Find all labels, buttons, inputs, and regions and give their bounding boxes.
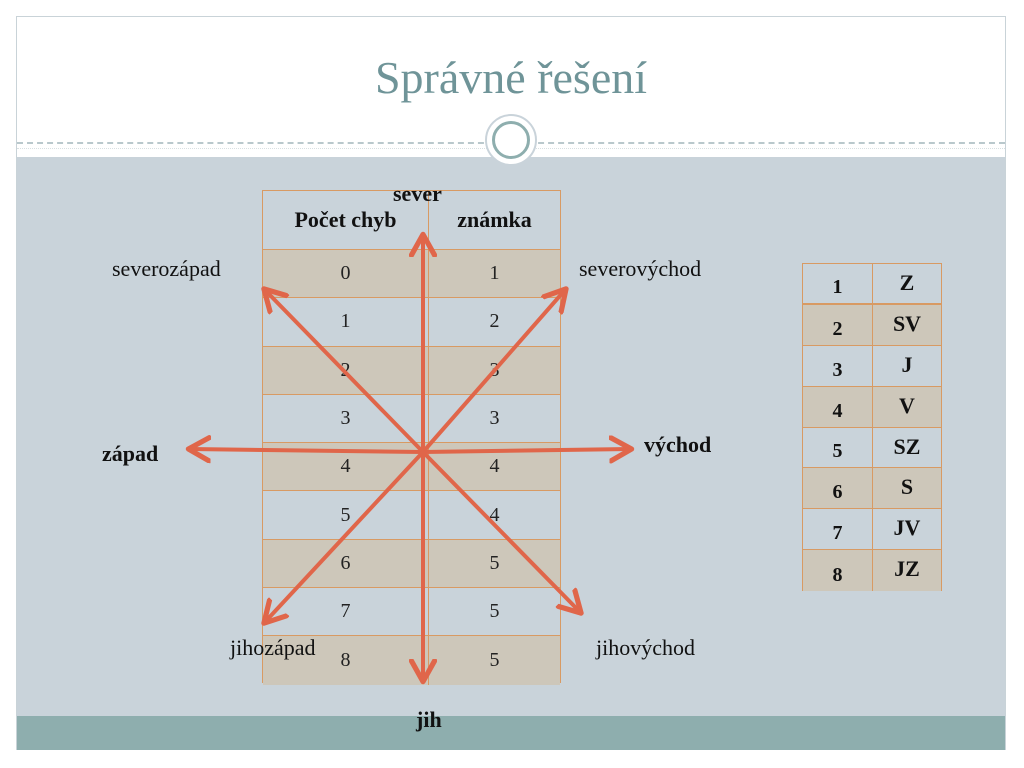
cell-errors: 7: [263, 588, 429, 636]
cell-errors: 6: [263, 539, 429, 588]
label-north: sever: [393, 181, 442, 206]
table-row: 2 3: [263, 346, 560, 395]
key-direction: V: [899, 392, 915, 418]
cell-grade: 2: [489, 310, 500, 333]
footer-bar: [17, 716, 1005, 750]
label-east: východ: [644, 432, 712, 457]
key-direction: JZ: [894, 556, 920, 582]
cell-grade: 3: [489, 358, 500, 381]
cell-errors: 3: [263, 394, 429, 443]
table-row: 4 4: [263, 443, 560, 492]
table-row: 0 1: [263, 250, 560, 299]
key-number: 6: [803, 468, 873, 509]
ring-ornament-icon: [485, 114, 537, 166]
cell-errors: 2: [263, 346, 429, 394]
key-direction: SV: [892, 310, 922, 336]
cell-errors: 5: [263, 491, 429, 539]
table-row: 2 SV: [803, 304, 941, 346]
cell-grade: 4: [489, 503, 500, 526]
label-northwest: severozápad: [112, 256, 221, 281]
key-number: 7: [803, 509, 873, 550]
label-northeast: severovýchod: [579, 256, 702, 281]
key-number: 2: [803, 304, 873, 345]
header-errors: Počet chyb: [263, 191, 429, 249]
cell-grade: 3: [489, 407, 500, 430]
cell-grade: 5: [489, 600, 500, 623]
header-grade: známka: [457, 207, 532, 232]
key-direction: JV: [893, 515, 921, 541]
table-row: 3 J: [803, 345, 941, 387]
table-row: 1 2: [263, 298, 560, 347]
table-row: 4 V: [803, 386, 941, 428]
table-row: 7 5: [263, 588, 560, 637]
table-row: 7 JV: [803, 509, 941, 551]
cell-errors: 4: [263, 443, 429, 491]
key-number: 5: [803, 427, 873, 468]
grading-table-header: Počet chyb známka: [263, 191, 560, 250]
key-direction: J: [901, 351, 913, 377]
key-direction: S: [900, 474, 914, 500]
table-row: 5 SZ: [803, 427, 941, 469]
cell-errors: 0: [263, 250, 429, 298]
grading-table: Počet chyb známka 0 1 1 2 2 3 3 3 4 4 5 …: [262, 190, 561, 685]
label-west: západ: [102, 441, 159, 466]
key-direction: SZ: [893, 433, 921, 459]
page-title: Správné řešení: [374, 52, 648, 103]
answer-key-table: 1 Z 2 SV 3 J 4 V 5 SZ 6 S 7 JV 8 JZ: [802, 263, 942, 592]
table-row: 8 JZ: [803, 550, 941, 592]
table-row: 5 4: [263, 491, 560, 540]
cell-grade: 4: [489, 455, 500, 478]
label-southeast: jihovýchod: [596, 635, 695, 660]
table-row: 6 5: [263, 539, 560, 589]
label-southwest: jihozápad: [230, 635, 316, 660]
cell-grade: 5: [489, 551, 500, 574]
label-south: jih: [416, 707, 442, 732]
cell-errors: 1: [263, 298, 429, 346]
key-direction: Z: [899, 270, 915, 295]
key-number: 3: [803, 345, 873, 386]
key-number: 8: [803, 550, 873, 592]
key-number: 1: [803, 264, 873, 303]
table-row: 6 S: [803, 468, 941, 510]
key-number: 4: [803, 386, 873, 427]
table-row: 1 Z: [803, 264, 941, 305]
table-row: 3 3: [263, 394, 560, 444]
cell-grade: 1: [489, 262, 500, 285]
cell-grade: 5: [489, 649, 500, 672]
